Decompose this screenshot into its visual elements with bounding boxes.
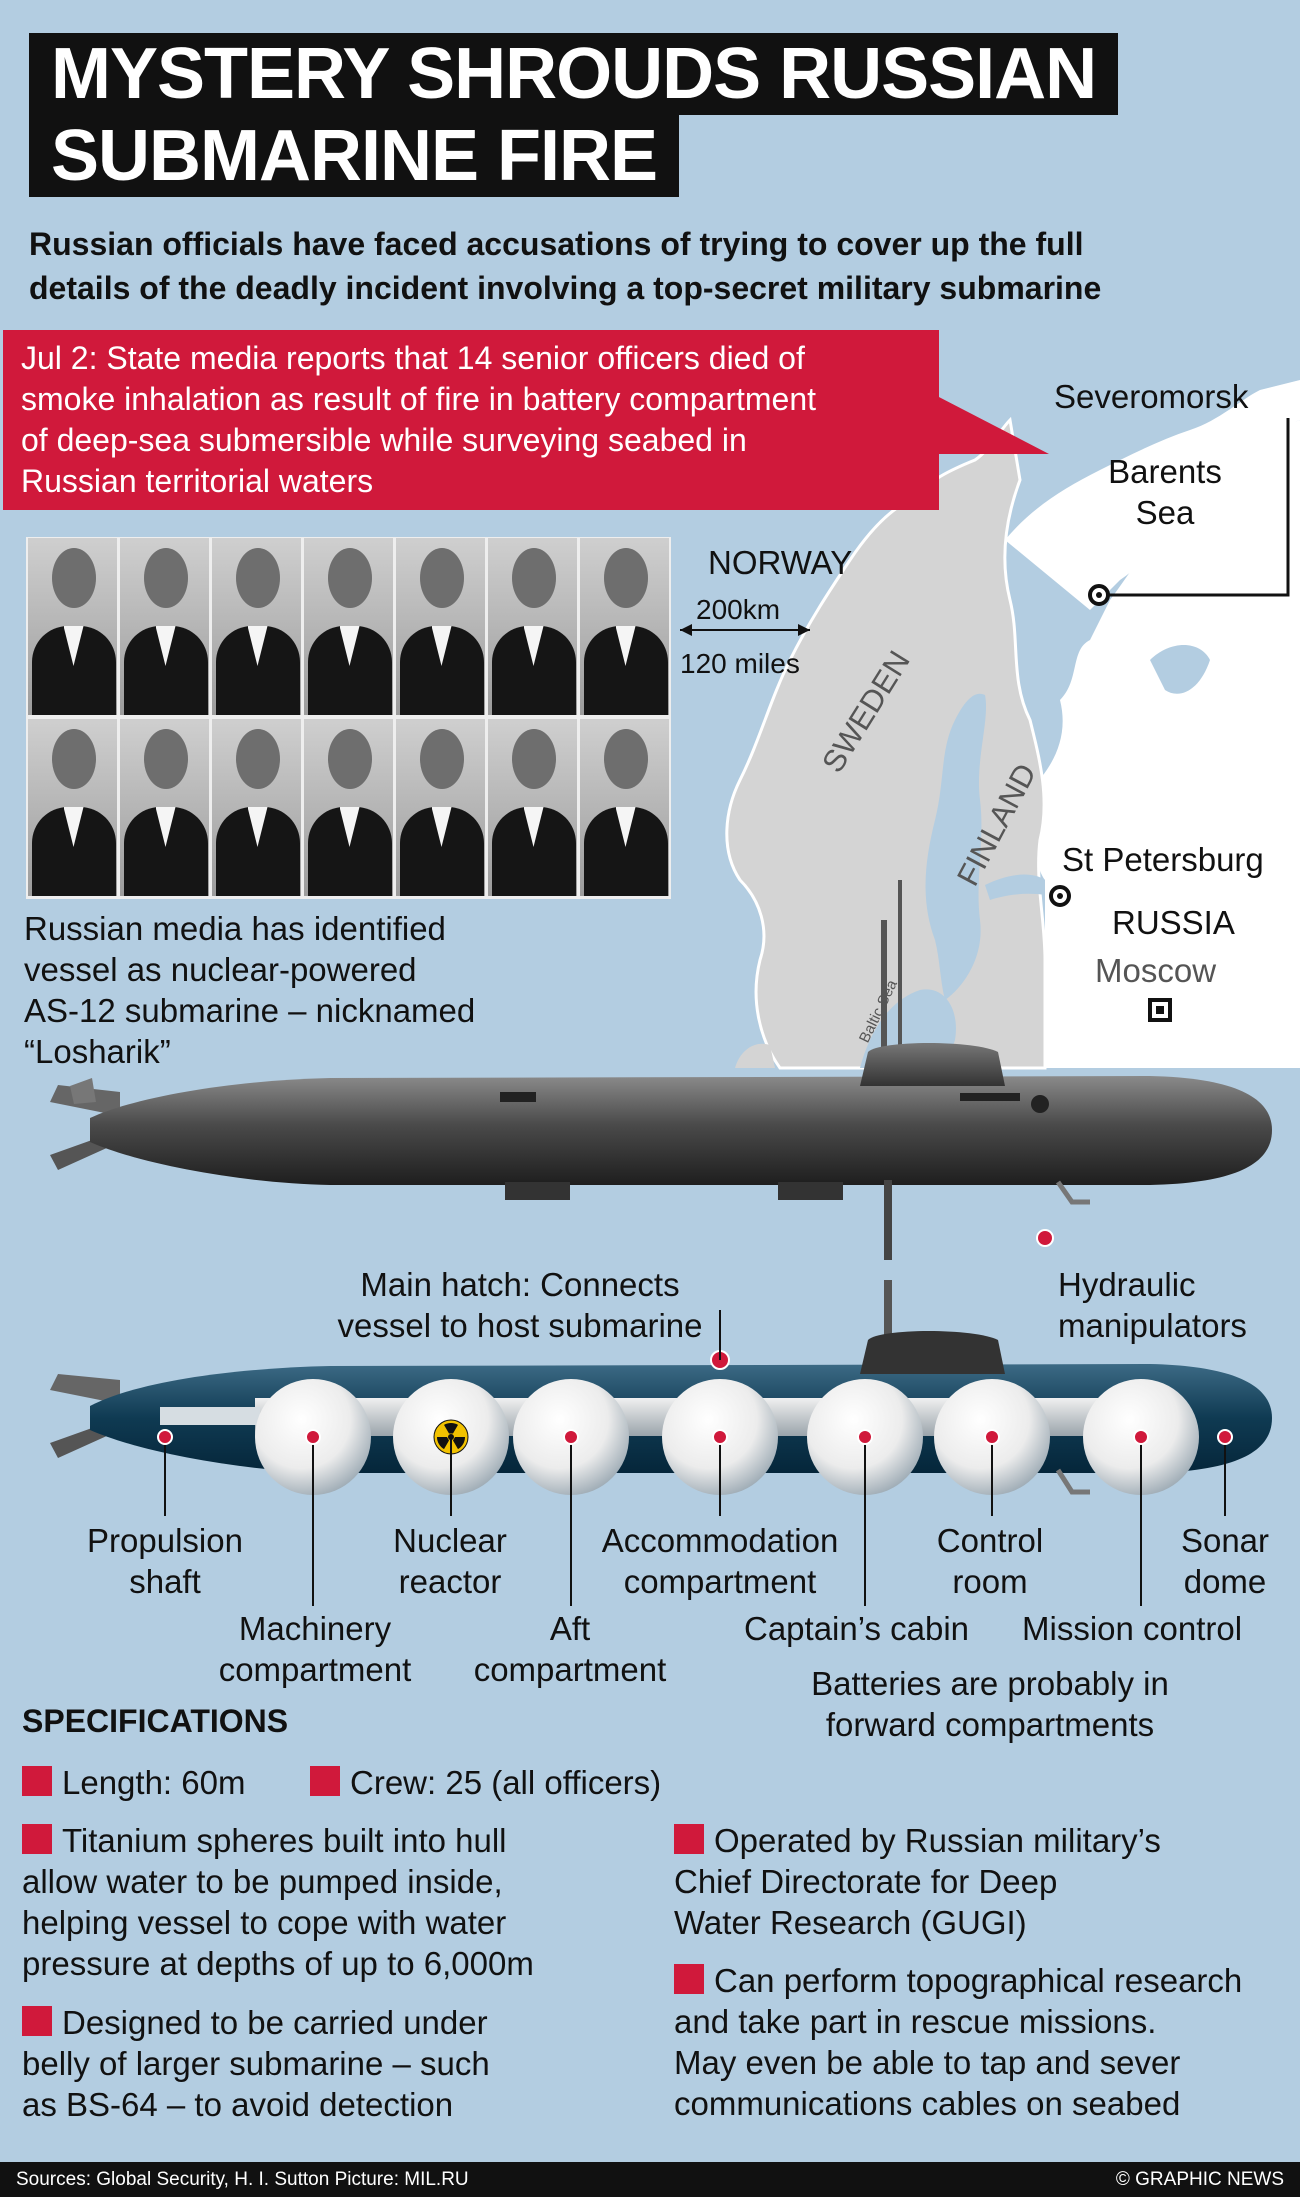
radiation-blade (437, 1437, 449, 1450)
main-hatch-label: Main hatch: Connects vessel to host subm… (337, 1266, 703, 1344)
compartment-marker (305, 1429, 321, 1445)
mission-control-label: Mission control (1022, 1610, 1243, 1647)
incident-callout: Jul 2: State media reports that 14 senio… (3, 330, 939, 510)
spec-crew: Crew: 25 (all officers) (310, 1762, 661, 1803)
scale-miles: 120 miles (680, 648, 800, 679)
compartment-marker (712, 1429, 728, 1445)
officer-portrait (26, 718, 118, 897)
headline-line2: SUBMARINE FIRE (29, 115, 680, 197)
compartment-marker (563, 1429, 579, 1445)
officer-portrait (118, 718, 210, 897)
spec-operated-by: Operated by Russian military’s Chief Dir… (674, 1822, 1161, 1941)
hydraulic-manipulators-label: Hydraulic manipulators (1058, 1266, 1247, 1344)
spec-designed-carried: Designed to be carried under belly of la… (22, 2004, 490, 2123)
officer-portrait (486, 537, 578, 716)
compartment-marker (1217, 1429, 1233, 1445)
footer-sources: Sources: Global Security, H. I. Sutton P… (16, 2169, 469, 2190)
officer-portrait (302, 718, 394, 897)
map-label-severomorsk: Severomorsk (1054, 378, 1249, 415)
headline-line1: MYSTERY SHROUDS RUSSIAN (29, 33, 1119, 115)
officer-portrait (394, 718, 486, 897)
spec-can-perform: Can perform topographical research and t… (674, 1962, 1243, 2122)
map-label-st-petersburg: St Petersburg (1062, 841, 1264, 878)
officer-portrait (394, 537, 486, 716)
scandinavia-map (680, 380, 1300, 1070)
radiation-blade (453, 1437, 465, 1450)
radiation-blade (444, 1423, 458, 1434)
compartment-marker (984, 1429, 1000, 1445)
officer-portrait (486, 718, 578, 897)
officers-photo-grid (26, 537, 671, 899)
footer-credit: © GRAPHIC NEWS (1115, 2169, 1284, 2190)
officer-portrait (118, 537, 210, 716)
callout-pointer (937, 396, 1049, 454)
officer-portrait (210, 718, 302, 897)
spec-length: Length: 60m (22, 1762, 245, 1803)
submarine-exterior-illustration (50, 880, 1272, 1260)
spec-titanium-spheres: Titanium spheres built into hull allow w… (22, 1822, 534, 1982)
officer-portrait (578, 718, 670, 897)
compartment-marker (1133, 1429, 1149, 1445)
officer-portrait (578, 537, 670, 716)
officer-portrait (302, 537, 394, 716)
russia-landmass (1030, 420, 1300, 1068)
captains-cabin-label: Captain’s cabin (744, 1610, 970, 1647)
officer-portrait (210, 537, 302, 716)
specifications-heading: SPECIFICATIONS (22, 1703, 289, 1739)
footer-bar: Sources: Global Security, H. I. Sutton P… (0, 2162, 1300, 2197)
vessel-identification-note: Russian media has identified vessel as n… (24, 910, 476, 1070)
map-label-moscow: Moscow (1095, 952, 1217, 989)
compartment-marker (857, 1429, 873, 1445)
standfirst: Russian officials have faced accusations… (29, 226, 1102, 306)
officer-portrait (26, 537, 118, 716)
compartment-marker (157, 1429, 173, 1445)
scale-km: 200km (696, 594, 781, 625)
map-label-norway: NORWAY (708, 544, 853, 581)
map-label-russia: RUSSIA (1112, 904, 1235, 941)
submarine-cutaway-illustration (50, 1280, 1272, 1606)
